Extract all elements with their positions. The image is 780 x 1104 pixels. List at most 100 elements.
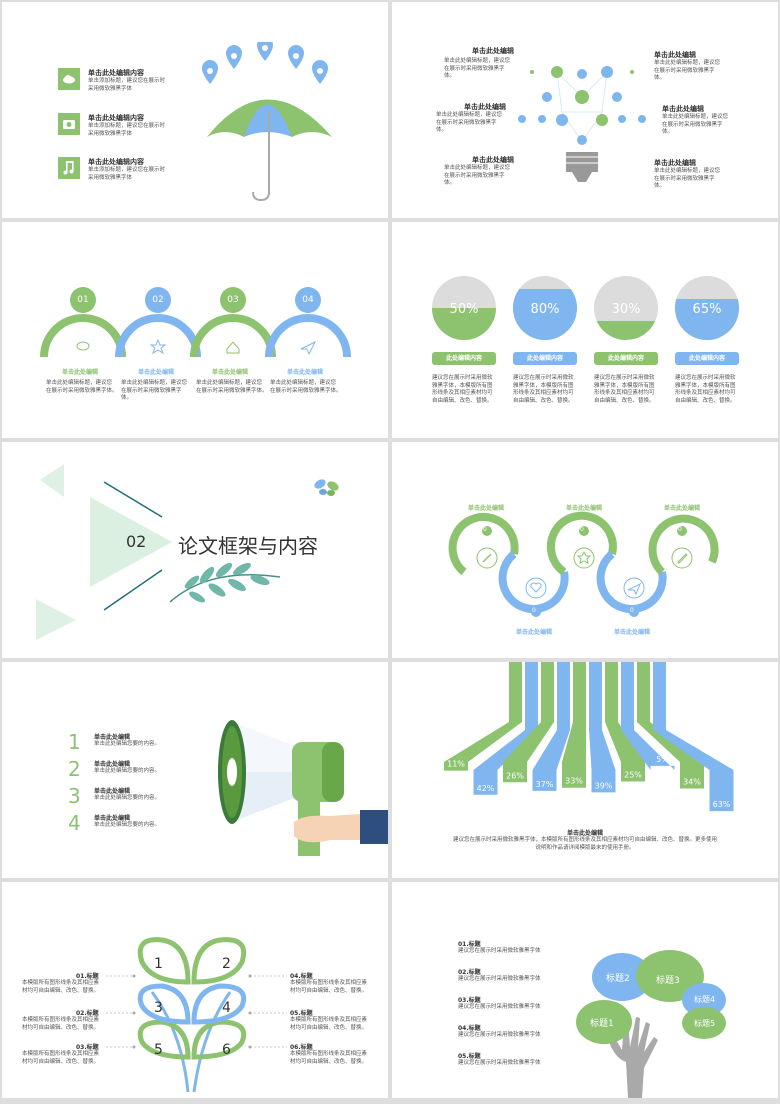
bar-chart: 11%42%26%37%33%39%25%5%34%63% (444, 662, 734, 812)
chart-bar (473, 662, 538, 795)
slide-3[interactable]: 01 02 03 04 单击此处编辑 单击此处编辑 单击此处编辑 单击此处编辑 … (2, 222, 388, 438)
lightbulb-label-5: 单击此处编辑 (662, 105, 704, 113)
item-title: 01.标题 (458, 941, 481, 948)
chart-bar (621, 662, 675, 770)
step-num: 01 (77, 295, 89, 305)
percent-label: 50% (449, 302, 479, 317)
lightbulb-label-3: 单击此处编辑 (472, 156, 514, 164)
node-title: 单击此处编辑 (664, 505, 701, 512)
percent-circles (432, 276, 739, 340)
slide-10[interactable]: 01.标题 建议您在展示时采用微软雅黑字体 02.标题 建议您在展示时采用微软雅… (392, 882, 778, 1098)
section-decoration (36, 464, 339, 640)
step-title: 单击此处编辑 (287, 369, 324, 376)
node-title: 单击此处编辑 (468, 505, 505, 512)
chart-bar (589, 662, 616, 793)
item-title: 03.标题 (458, 997, 481, 1004)
value-label: 0 (532, 607, 536, 614)
content-desc: 建议您在展示时采用微软雅黑字体，本模版所有图形线条及其相应素材均可自由编辑、改色… (513, 375, 574, 404)
bar-value-label: 26% (506, 771, 524, 780)
step-num: 03 (227, 295, 239, 305)
lightbulb-desc-6: 单击此处编辑标题，建议您在展示时采用微软雅黑字体。 (654, 168, 721, 189)
node-title: 单击此处编辑 (566, 505, 603, 512)
content-desc: 建议您在展示时采用微软雅黑字体，本模版所有图形线条及其相应素材均可自由编辑、改色… (594, 375, 655, 404)
chart-desc: 建议您在展示时采用微软雅黑字体，本模版所有图形线条及其相应素材均可自由编辑、改色… (452, 837, 717, 851)
slide-6[interactable]: 0 0 0 0 0 单击此处编辑 单击此处编辑 单击此处编辑 单击此处编辑 单击… (392, 442, 778, 658)
item-title: 04.标题 (458, 1025, 481, 1032)
slide-2[interactable]: 单击此处编辑 单击此处编辑标题，建议您在展示时采用微软雅黑字体。 单击此处编辑 … (392, 2, 778, 218)
leaf-number: 5 (154, 1042, 163, 1058)
wave-diagram (448, 511, 719, 617)
chart-bar (605, 662, 645, 782)
lightbulb-desc-1: 单击此处编辑标题，建议您在展示时采用微软雅黑字体。 (444, 58, 511, 79)
bar-value-label: 33% (565, 777, 583, 786)
value-label: 0 (678, 526, 682, 533)
slide-4[interactable]: 50% 80% 30% 65% 此处编辑内容 此处编辑内容 此处编辑内容 此处编… (392, 222, 778, 438)
list-number: 4 (68, 811, 81, 835)
chart-bar (444, 662, 522, 771)
bar-value-label: 63% (713, 800, 731, 809)
item-title: 01.标题 (76, 973, 99, 980)
item-desc: 单击添加标题，建议您在展示时采用微软雅黑字体 (88, 167, 166, 181)
section-title: 论文框架与内容 (178, 534, 318, 558)
list-desc: 单击此处编辑您要的内容。 (94, 741, 161, 747)
arch-diagram (40, 287, 351, 358)
bar-value-label: 42% (477, 784, 495, 793)
bubble-label: 标题3 (656, 976, 680, 986)
list-number: 3 (68, 784, 81, 808)
item-desc: 本模版所有图形线条及其相应素材均可自由编辑、改色、替换。 (22, 1051, 100, 1065)
content-desc: 建议您在展示时采用微软雅黑字体，本模版所有图形线条及其相应素材均可自由编辑、改色… (432, 375, 493, 404)
step-desc: 单击此处编辑标题，建议您在展示时采用微软雅黑字体。 (270, 380, 342, 394)
item-title: 05.标题 (458, 1053, 481, 1060)
item-desc: 建议您在展示时采用微软雅黑字体 (458, 948, 541, 954)
lightbulb-label-1: 单击此处编辑 (472, 47, 514, 55)
value-label: 0 (630, 607, 634, 614)
icon-box-music (58, 157, 80, 179)
slide-8[interactable]: 11%42%26%37%33%39%25%5%34%63% 单击此处编辑 建议您… (392, 662, 778, 878)
item-desc: 建议您在展示时采用微软雅黑字体 (458, 976, 541, 982)
hand-bubbles-illustration (576, 950, 726, 1098)
item-desc: 建议您在展示时采用微软雅黑字体 (458, 1032, 541, 1038)
value-label: 0 (580, 526, 584, 533)
content-desc: 建议您在展示时采用微软雅黑字体，本模版所有图形线条及其相应素材均可自由编辑、改色… (675, 375, 736, 404)
bar-value-label: 39% (595, 781, 613, 790)
lightbulb-label-6: 单击此处编辑 (654, 159, 696, 167)
plant-diagram (106, 937, 287, 1093)
chart-bar (532, 662, 570, 791)
bubble-label: 标题2 (606, 974, 630, 984)
chart-bar (637, 662, 704, 789)
icon-box-cloud (58, 68, 80, 90)
step-num: 04 (302, 295, 314, 305)
bubble-label: 标题1 (590, 1019, 614, 1029)
percent-label: 30% (611, 302, 641, 317)
leaf-number: 6 (222, 1042, 231, 1058)
content-label: 此处编辑内容 (513, 352, 577, 365)
bar-value-label: 34% (683, 778, 701, 787)
slide-9[interactable]: 1 2 3 4 5 6 01.标题 本模版所有图形线条及其相应素材均可自由编辑、… (2, 882, 388, 1098)
chart-bar (653, 662, 734, 812)
content-label: 此处编辑内容 (594, 352, 658, 365)
bar-value-label: 25% (624, 771, 642, 780)
icon-box-camera (58, 113, 80, 135)
cloud-icon (63, 75, 75, 84)
lightbulb-desc-4: 单击此处编辑标题，建议您在展示时采用微软雅黑字体。 (654, 60, 721, 81)
value-label: 0 (483, 526, 487, 533)
item-desc: 单击添加标题，建议您在展示时采用微软雅黑字体 (88, 78, 166, 92)
list-desc: 单击此处编辑您要的内容。 (94, 768, 161, 774)
bar-value-label: 11% (447, 760, 465, 769)
step-title: 单击此处编辑 (62, 369, 99, 376)
slide-5[interactable]: 02 论文框架与内容 (2, 442, 388, 658)
butterfly-icon (314, 479, 339, 496)
step-num: 02 (152, 295, 164, 305)
lightbulb-desc-2: 单击此处编辑标题，建议您在展示时采用微软雅黑字体。 (436, 112, 503, 133)
leaf-number: 3 (154, 1000, 163, 1016)
slide-7[interactable]: 1 单击此处编辑 单击此处编辑您要的内容。 2 单击此处编辑 单击此处编辑您要的… (2, 662, 388, 878)
music-icon (63, 161, 74, 175)
chart-bar (562, 662, 586, 788)
list-number: 2 (68, 757, 81, 781)
item-desc: 本模版所有图形线条及其相应素材均可自由编辑、改色、替换。 (290, 980, 368, 994)
lightbulb-desc-5: 单击此处编辑标题，建议您在展示时采用微软雅黑字体。 (662, 114, 729, 135)
slide-1[interactable]: 单击此处编辑内容 单击添加标题，建议您在展示时采用微软雅黑字体 单击此处编辑内容… (2, 2, 388, 218)
item-desc: 建议您在展示时采用微软雅黑字体 (458, 1004, 541, 1010)
item-title: 02.标题 (458, 969, 481, 976)
bubble-label: 标题5 (694, 1019, 716, 1028)
